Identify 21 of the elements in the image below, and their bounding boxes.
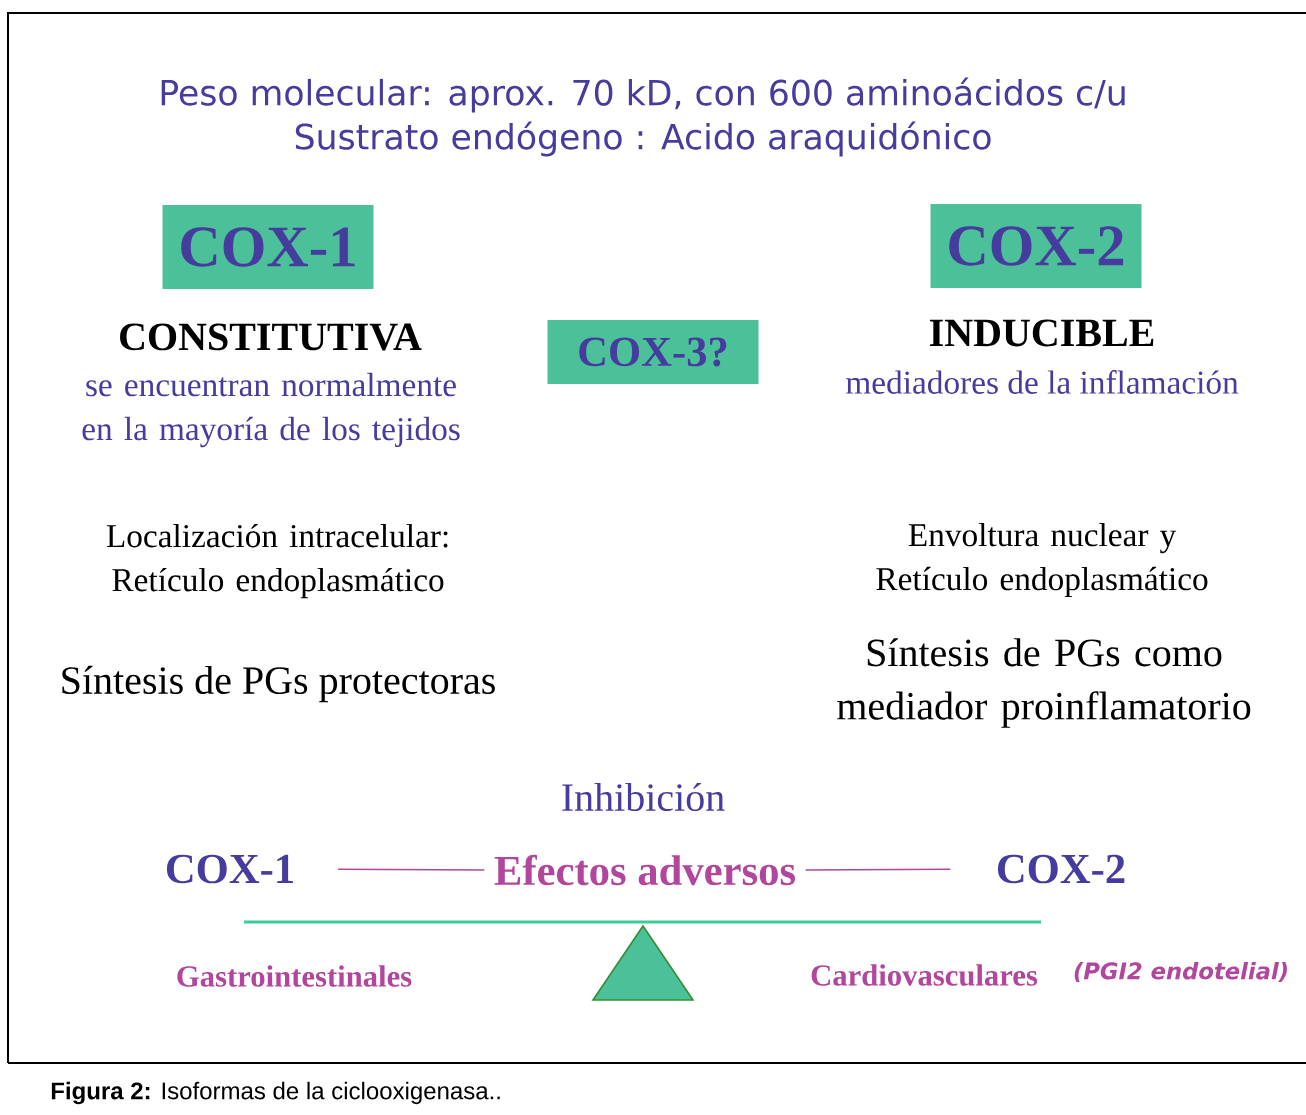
enzyme-label: COX-1	[166, 854, 293, 884]
header-text: Peso molecular: aprox. 70 kD, con 600 aminoácidos c/u	[161, 77, 1125, 113]
note-text: (PGI2 endotelial)	[1074, 961, 1287, 983]
connector-line	[337, 868, 486, 871]
enzyme-box: COX-2	[930, 204, 1142, 288]
effect-type-label: Cardiovasculares	[811, 964, 1038, 986]
connector-line	[804, 868, 952, 871]
function-text: Síntesis de PGs como mediador proinflamatorio	[837, 638, 1251, 728]
enzyme-box: COX-1	[162, 205, 374, 289]
location-text: Localización intracelular: Retículo endoplasmático	[106, 523, 448, 599]
effect-label: Efectos adversos	[494, 854, 796, 886]
figure-caption: Figura 2: Isoformas de la ciclooxigenasa..	[51, 1081, 500, 1105]
enzyme-box: COX-3?	[547, 320, 759, 384]
description-text: se encuentran normalmente en la mayoría de los tejidos	[82, 372, 460, 448]
function-text: Síntesis de PGs protectoras	[62, 665, 495, 703]
inhibition-label: Inhibición	[562, 782, 725, 812]
effect-type-label: Gastrointestinales	[177, 965, 412, 987]
location-text: Envoltura nuclear y Retículo endoplasmático	[876, 522, 1208, 598]
enzyme-label: COX-2	[997, 854, 1125, 884]
header-text: Sustrato endógeno : Acido araquidónico	[295, 121, 991, 157]
description-text: mediadores de la inflamación	[846, 370, 1239, 394]
